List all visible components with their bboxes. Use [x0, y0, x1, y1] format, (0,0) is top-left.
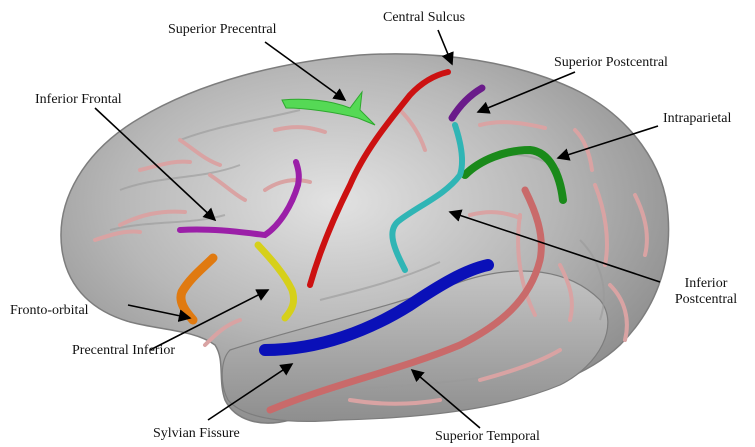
label-inferior-postcentral-line1: Inferior [666, 276, 746, 292]
label-sylvian-fissure: Sylvian Fissure [153, 426, 240, 442]
label-inferior-postcentral-line2: Postcentral [666, 292, 746, 308]
label-inferior-postcentral: Inferior Postcentral [666, 276, 746, 308]
label-inferior-frontal: Inferior Frontal [35, 92, 122, 108]
label-superior-postcentral: Superior Postcentral [554, 55, 668, 71]
label-precentral-inferior: Precentral Inferior [72, 343, 175, 359]
label-intraparietal: Intraparietal [663, 111, 731, 127]
label-fronto-orbital: Fronto-orbital [10, 303, 89, 319]
label-central-sulcus: Central Sulcus [383, 10, 465, 26]
label-superior-precentral: Superior Precentral [168, 22, 276, 38]
label-superior-temporal: Superior Temporal [435, 429, 540, 445]
